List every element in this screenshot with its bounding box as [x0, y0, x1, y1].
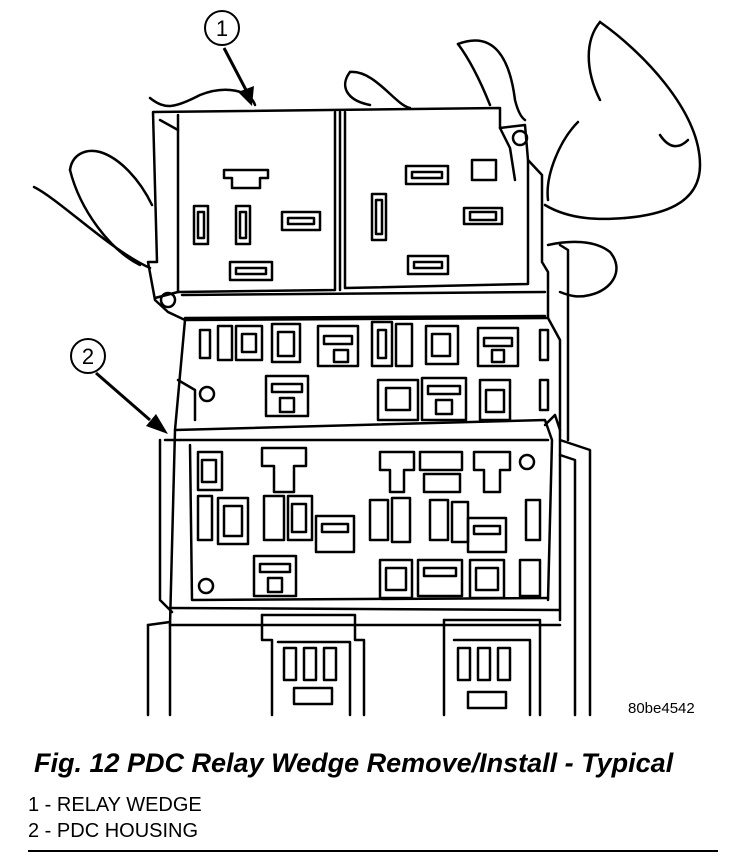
upper-fuse-row [198, 320, 520, 422]
figure-caption: Fig. 12 PDC Relay Wedge Remove/Install -… [34, 748, 674, 778]
callout-1-number: 1 [216, 16, 228, 41]
hand-outline [32, 20, 702, 298]
callout-2: 2 [70, 338, 168, 434]
pdc-relay-wedge-illustration: 1 2 80be4542 [32, 10, 702, 717]
relay-wedge [146, 106, 550, 322]
legend-number: 1 [28, 794, 40, 816]
bottom-connectors [260, 613, 542, 717]
legend-number: 2 [28, 820, 40, 842]
bottom-divider [28, 850, 718, 852]
legend-item-2: 2 - PDC HOUSING [28, 820, 199, 842]
lower-fuse-rows [196, 446, 542, 600]
figure-reference-code: 80be4542 [628, 700, 695, 717]
callout-legend: 1 - RELAY WEDGE 2 - PDC HOUSING [28, 792, 202, 844]
legend-label: PDC HOUSING [56, 820, 199, 842]
pdc-housing [146, 243, 592, 717]
legend-label: RELAY WEDGE [56, 794, 202, 816]
legend-item-1: 1 - RELAY WEDGE [28, 794, 202, 816]
callout-2-number: 2 [82, 344, 94, 369]
callout-1: 1 [204, 10, 254, 106]
